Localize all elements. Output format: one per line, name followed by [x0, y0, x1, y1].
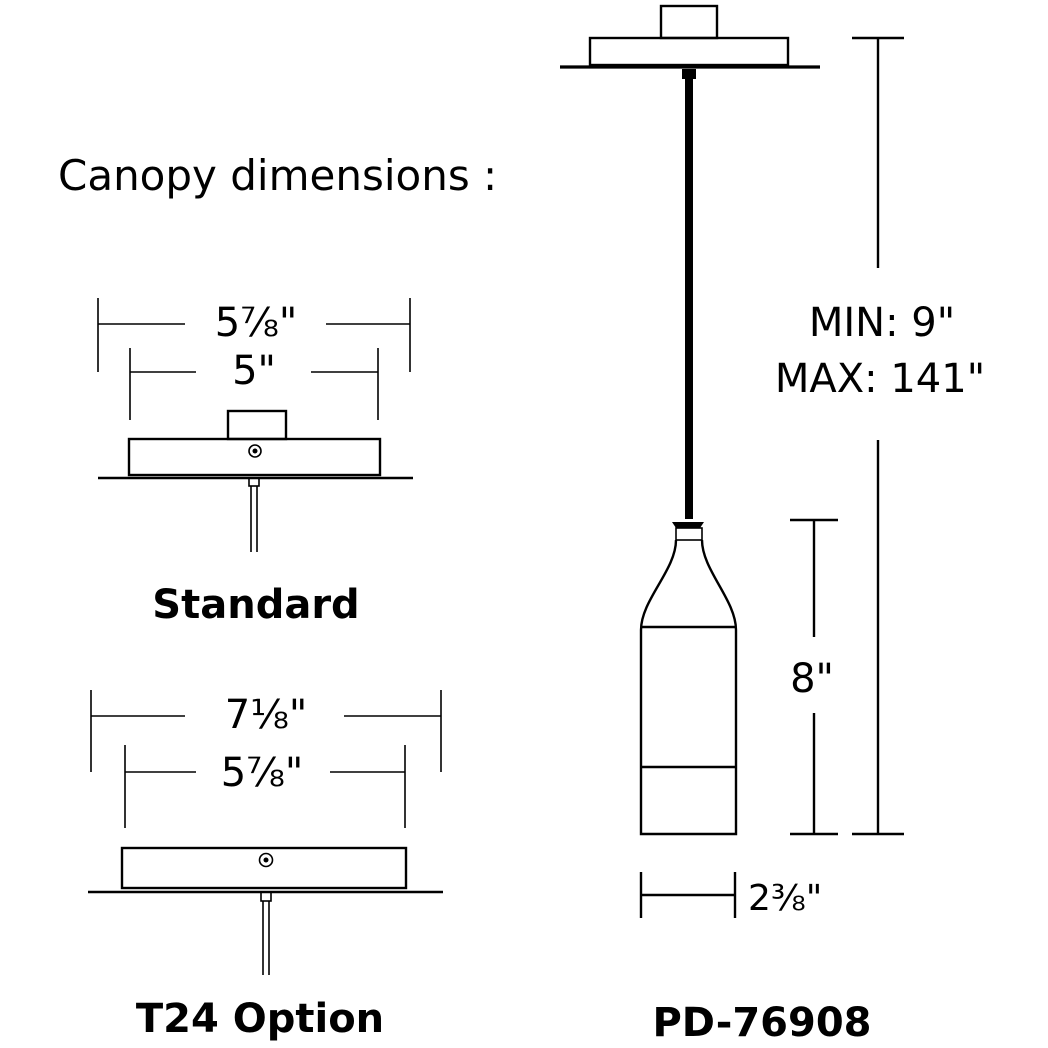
t24-inner-width: 5⅞" — [221, 750, 304, 796]
t24-outer-width: 7⅛" — [225, 692, 308, 738]
t24-canopy-drawing — [88, 690, 443, 975]
standard-inner-width: 5" — [232, 348, 276, 394]
standard-outer-width: 5⅞" — [215, 300, 298, 346]
model-number: PD-76908 — [652, 1000, 871, 1046]
pendant-fixture-drawing — [560, 4, 904, 918]
t24-label: T24 Option — [136, 996, 384, 1042]
shade-height: 8" — [790, 656, 834, 702]
min-length: MIN: 9" — [809, 300, 955, 346]
shade-width: 2⅜" — [748, 878, 822, 919]
max-length: MAX: 141" — [775, 356, 985, 402]
canopy-heading: Canopy dimensions : — [58, 151, 497, 200]
standard-label: Standard — [152, 582, 359, 628]
standard-canopy-drawing — [97, 298, 413, 552]
